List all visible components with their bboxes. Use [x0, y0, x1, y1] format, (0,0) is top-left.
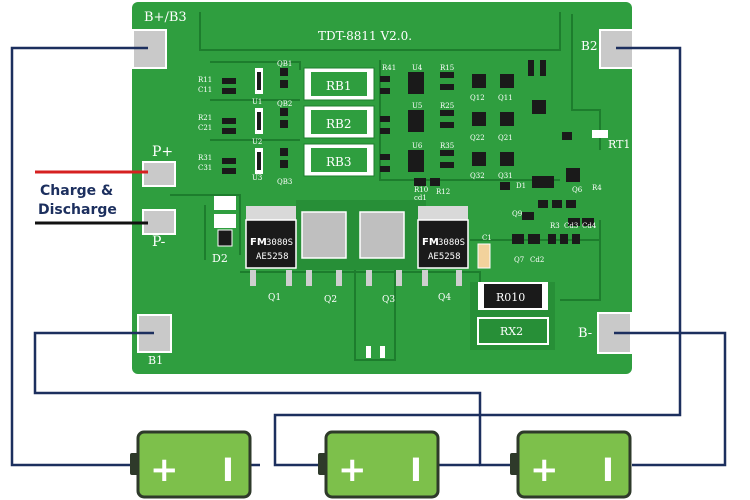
q4-code: AE5258 [428, 252, 461, 262]
label-r4: R4 [592, 184, 602, 192]
wire-b-plus-to-battery1-plus [10, 46, 148, 467]
shunt-resistor: R010 RX2 [477, 282, 549, 345]
mosfet-q1: FM 3080S AE5258 [245, 206, 297, 286]
label-r15: R15 [440, 64, 454, 72]
q1-code: AE5258 [256, 252, 289, 262]
label-c11: C11 [198, 86, 212, 94]
label-d2: D2 [212, 252, 228, 265]
battery-1-minus: I [222, 451, 234, 489]
resistor-block-rb2: RB2 [303, 105, 375, 139]
label-c1: C1 [482, 234, 492, 242]
battery-2-plus: + [338, 450, 367, 490]
label-r12: R12 [436, 188, 450, 196]
label-q22: Q22 [470, 134, 485, 142]
label-q2: Q2 [324, 295, 337, 305]
label-q21: Q21 [498, 134, 513, 142]
battery-1: + I [130, 430, 252, 499]
battery-3-plus: + [530, 450, 559, 490]
q1-brand: FM [250, 237, 267, 248]
rb1-label: RB1 [326, 79, 352, 93]
label-q3: Q3 [382, 295, 395, 305]
label-r11: R11 [198, 76, 212, 84]
wire-b1-to-battery3-plus [33, 331, 515, 467]
resistor-block-rb1: RB1 [303, 67, 375, 101]
battery-2: + I [318, 430, 440, 499]
battery-3: + I [510, 430, 632, 499]
label-r3: R3 [550, 222, 560, 230]
label-r25: R25 [440, 102, 454, 110]
label-r41: R41 [382, 64, 396, 72]
resistor-block-rb3: RB3 [303, 143, 375, 177]
thermistor-rt1 [592, 130, 608, 138]
label-b-minus: B- [578, 326, 592, 341]
label-b1: B1 [148, 354, 163, 367]
label-d1: D1 [516, 182, 526, 190]
label-rt1: RT1 [608, 138, 630, 151]
pad-p-minus [142, 209, 176, 235]
label-q6: Q6 [572, 186, 583, 194]
q4-part: 3080S [438, 238, 465, 248]
pcb-board: B+/B3 B2 P+ P- B1 B- TDT-8811 V2.0. D2 R… [132, 2, 634, 374]
rb2-label: RB2 [326, 117, 352, 131]
battery-2-minus: I [410, 451, 422, 489]
label-r31: R31 [198, 154, 212, 162]
label-b2: B2 [581, 39, 597, 53]
pad-p-plus [142, 161, 176, 187]
label-u1: U1 [252, 98, 262, 106]
label-u3: U3 [252, 174, 262, 182]
board-title: TDT-8811 V2.0. [318, 29, 412, 43]
label-q11: Q11 [498, 94, 513, 102]
vias [366, 346, 385, 358]
label-q1: Q1 [268, 293, 281, 303]
label-qb3: QB3 [277, 178, 292, 186]
label-c31: C31 [198, 164, 212, 172]
label-q4: Q4 [438, 293, 451, 303]
rb3-label: RB3 [326, 155, 352, 169]
label-q12: Q12 [470, 94, 485, 102]
wire-b2-to-battery2-plus [273, 46, 682, 467]
label-q32: Q32 [470, 172, 485, 180]
mosfet-q3-pad [359, 211, 405, 286]
mosfet-q2-pad [301, 211, 347, 286]
label-cd2: Cd2 [530, 256, 544, 264]
label-u6: U6 [412, 142, 423, 150]
label-qb1: QB1 [277, 60, 292, 68]
label-u5: U5 [412, 102, 422, 110]
wires [10, 46, 727, 467]
label-p-plus: P+ [152, 144, 173, 160]
label-r10: R10 [414, 186, 428, 194]
label-q9: Q9 [512, 210, 522, 218]
label-u2: U2 [252, 138, 262, 146]
annotation-line2: Discharge [38, 202, 117, 218]
label-b-plus-b3: B+/B3 [144, 10, 187, 25]
annotation-line1: Charge & [40, 183, 113, 199]
label-u4: U4 [412, 64, 423, 72]
pcb-traces [170, 12, 601, 361]
label-c21: C21 [198, 124, 212, 132]
label-qb2: QB2 [277, 100, 292, 108]
label-r21: R21 [198, 114, 212, 122]
wire-b-minus-to-battery3-minus [614, 331, 727, 467]
label-p-minus: P- [152, 234, 166, 250]
smd-left [222, 68, 288, 174]
shunt-label: RX2 [500, 325, 523, 338]
label-cd1: cd1 [414, 194, 427, 202]
label-q7: Q7 [514, 256, 524, 264]
u-chips-left [255, 68, 263, 174]
label-cd4: Cd4 [582, 222, 597, 230]
q1-part: 3080S [266, 238, 293, 248]
diode-d2 [214, 196, 236, 247]
battery-3-minus: I [602, 451, 614, 489]
label-cd3: Cd3 [564, 222, 578, 230]
mosfet-q4: FM 3080S AE5258 [417, 206, 469, 286]
smd-middle [380, 60, 594, 244]
label-r35: R35 [440, 142, 454, 150]
shunt-value: R010 [496, 291, 525, 304]
capacitor-c1 [477, 243, 491, 269]
pcb-substrate [132, 2, 632, 374]
battery-1-plus: + [150, 450, 179, 490]
q4-brand: FM [422, 237, 439, 248]
label-q31: Q31 [498, 172, 513, 180]
